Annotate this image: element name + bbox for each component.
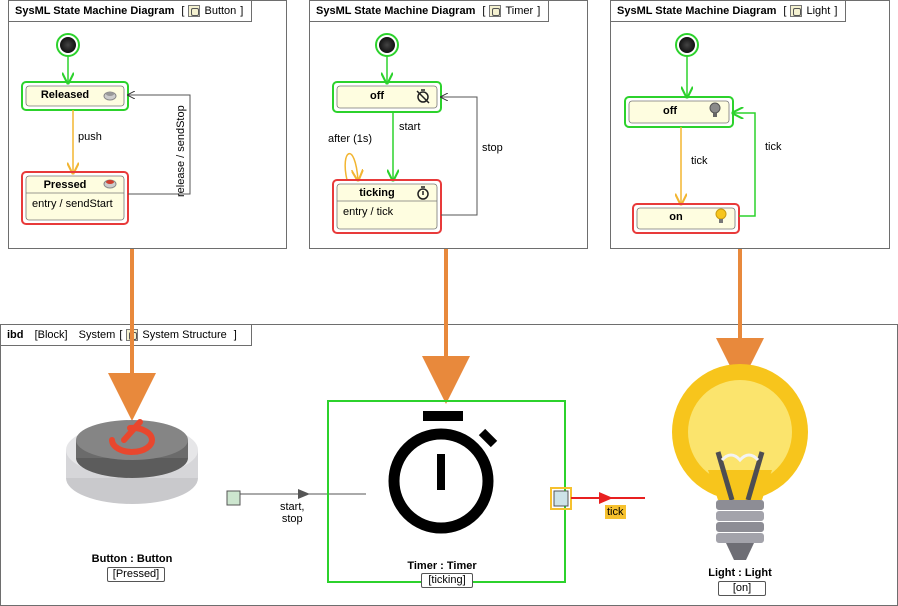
transition-stop	[441, 97, 478, 216]
light-part-name: Light : Light	[708, 567, 772, 579]
stopwatch-icon	[417, 186, 429, 200]
button-part-state: [Pressed]	[107, 567, 165, 582]
state-timer-off[interactable]	[332, 81, 442, 113]
state-pressed[interactable]	[21, 171, 129, 225]
connector-label: start, stop	[280, 501, 305, 525]
transition-after-1s	[344, 153, 358, 180]
state-pressed-label: Pressed	[43, 179, 87, 191]
state-timer-off-label: off	[369, 90, 385, 102]
button-initial-state	[56, 33, 80, 57]
transition-release-label: release / sendStop	[175, 105, 187, 197]
timer-state-machine-frame: SysML State Machine Diagram [Timer]	[309, 0, 588, 249]
light-initial-state	[675, 33, 699, 57]
state-ticking[interactable]	[332, 179, 442, 234]
bulb-part-graphic[interactable]	[672, 364, 808, 560]
no-timer-icon	[416, 89, 430, 104]
pressed-entry-action: entry / sendStart	[32, 198, 113, 210]
state-released[interactable]	[21, 81, 129, 111]
state-machine-icon	[790, 5, 803, 17]
transition-push-label: push	[78, 131, 102, 143]
transition-tick-on-label: tick	[691, 155, 708, 167]
transition-start-label: start	[399, 121, 421, 133]
tick-flow-label: tick	[605, 505, 626, 519]
bulb-on-icon	[715, 208, 727, 223]
button-icon	[103, 91, 117, 101]
timer-initial-state	[375, 33, 399, 57]
state-released-label: Released	[40, 89, 90, 101]
timer-part-frame[interactable]	[327, 400, 566, 583]
light-part-state: [on]	[718, 581, 766, 596]
transition-after-label: after (1s)	[328, 133, 373, 145]
transition-tick-off-label: tick	[765, 141, 782, 153]
timer-part-state: [ticking]	[421, 573, 473, 588]
diagram-tab: SysML State Machine Diagram [Light]	[611, 1, 847, 22]
diagram-tab: SysML State Machine Diagram [Timer]	[310, 1, 550, 22]
diagram-tab: SysML State Machine Diagram [Button]	[9, 1, 253, 22]
button-part-name: Button : Button	[91, 553, 173, 565]
timer-part-name: Timer : Timer	[407, 560, 477, 572]
state-light-on[interactable]	[632, 203, 740, 234]
transition-release	[128, 95, 191, 195]
timer-out-port[interactable]	[550, 487, 572, 510]
button-icon	[103, 179, 117, 189]
stopwatch-icon	[388, 411, 498, 534]
button-port[interactable]	[226, 490, 241, 506]
tick-flow-arrow	[599, 492, 613, 504]
connector-flow-arrow	[298, 489, 310, 499]
light-state-machine-frame: SysML State Machine Diagram [Light]	[610, 0, 890, 249]
transition-stop-label: stop	[482, 142, 503, 154]
ticking-entry-action: entry / tick	[343, 206, 394, 218]
state-machine-icon	[188, 5, 201, 17]
transition-tick-off	[733, 113, 756, 217]
bulb-off-icon	[709, 102, 721, 117]
button-part-graphic[interactable]	[66, 419, 198, 504]
state-light-on-label: on	[669, 211, 683, 223]
state-machine-icon	[489, 5, 502, 17]
state-light-off-label: off	[662, 105, 678, 117]
state-ticking-label: ticking	[359, 187, 395, 199]
